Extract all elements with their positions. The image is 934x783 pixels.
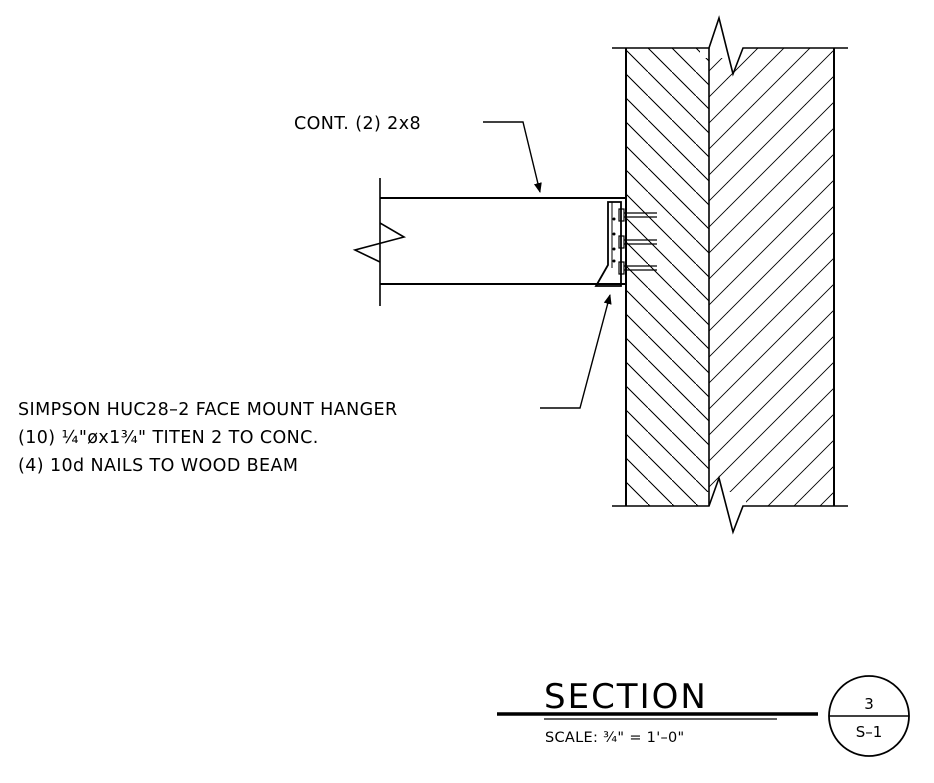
beam-leader-arrow — [483, 121, 542, 193]
hanger-callout-line-1: SIMPSON HUC28–2 FACE MOUNT HANGER — [18, 400, 398, 420]
wall-hatch-left — [626, 48, 709, 506]
hanger-callout-line-3: (4) 10d NAILS TO WOOD BEAM — [18, 456, 298, 476]
titen-screw — [618, 261, 657, 275]
scale-label: SCALE: ¾" = 1'–0" — [545, 730, 685, 746]
concrete-wall — [612, 15, 848, 535]
nail-dot — [612, 259, 616, 263]
nail-dot — [612, 217, 616, 221]
detail-number: 3 — [864, 695, 874, 713]
titen-screw — [618, 208, 657, 222]
nail-dot — [612, 247, 616, 251]
nail-dot — [612, 232, 616, 236]
wall-hatch-right — [709, 48, 834, 506]
wall-break-line-bottom — [612, 475, 848, 535]
hanger-leader-arrow — [540, 294, 612, 409]
hanger-plate — [594, 201, 622, 287]
wall-break-line-top — [612, 15, 848, 77]
section-title: SECTION — [544, 677, 708, 717]
hanger-callout-line-2: (10) ¼"øx1¾" TITEN 2 TO CONC. — [18, 428, 319, 448]
titen-screw — [618, 235, 657, 249]
beam-break-symbol — [352, 222, 407, 263]
face-mount-hanger — [594, 201, 657, 287]
wood-beam — [352, 178, 626, 306]
title-block: SECTION SCALE: ¾" = 1'–0" 3 S–1 — [497, 675, 910, 757]
sheet-number: S–1 — [856, 723, 883, 741]
beam-callout: CONT. (2) 2x8 — [294, 114, 421, 134]
